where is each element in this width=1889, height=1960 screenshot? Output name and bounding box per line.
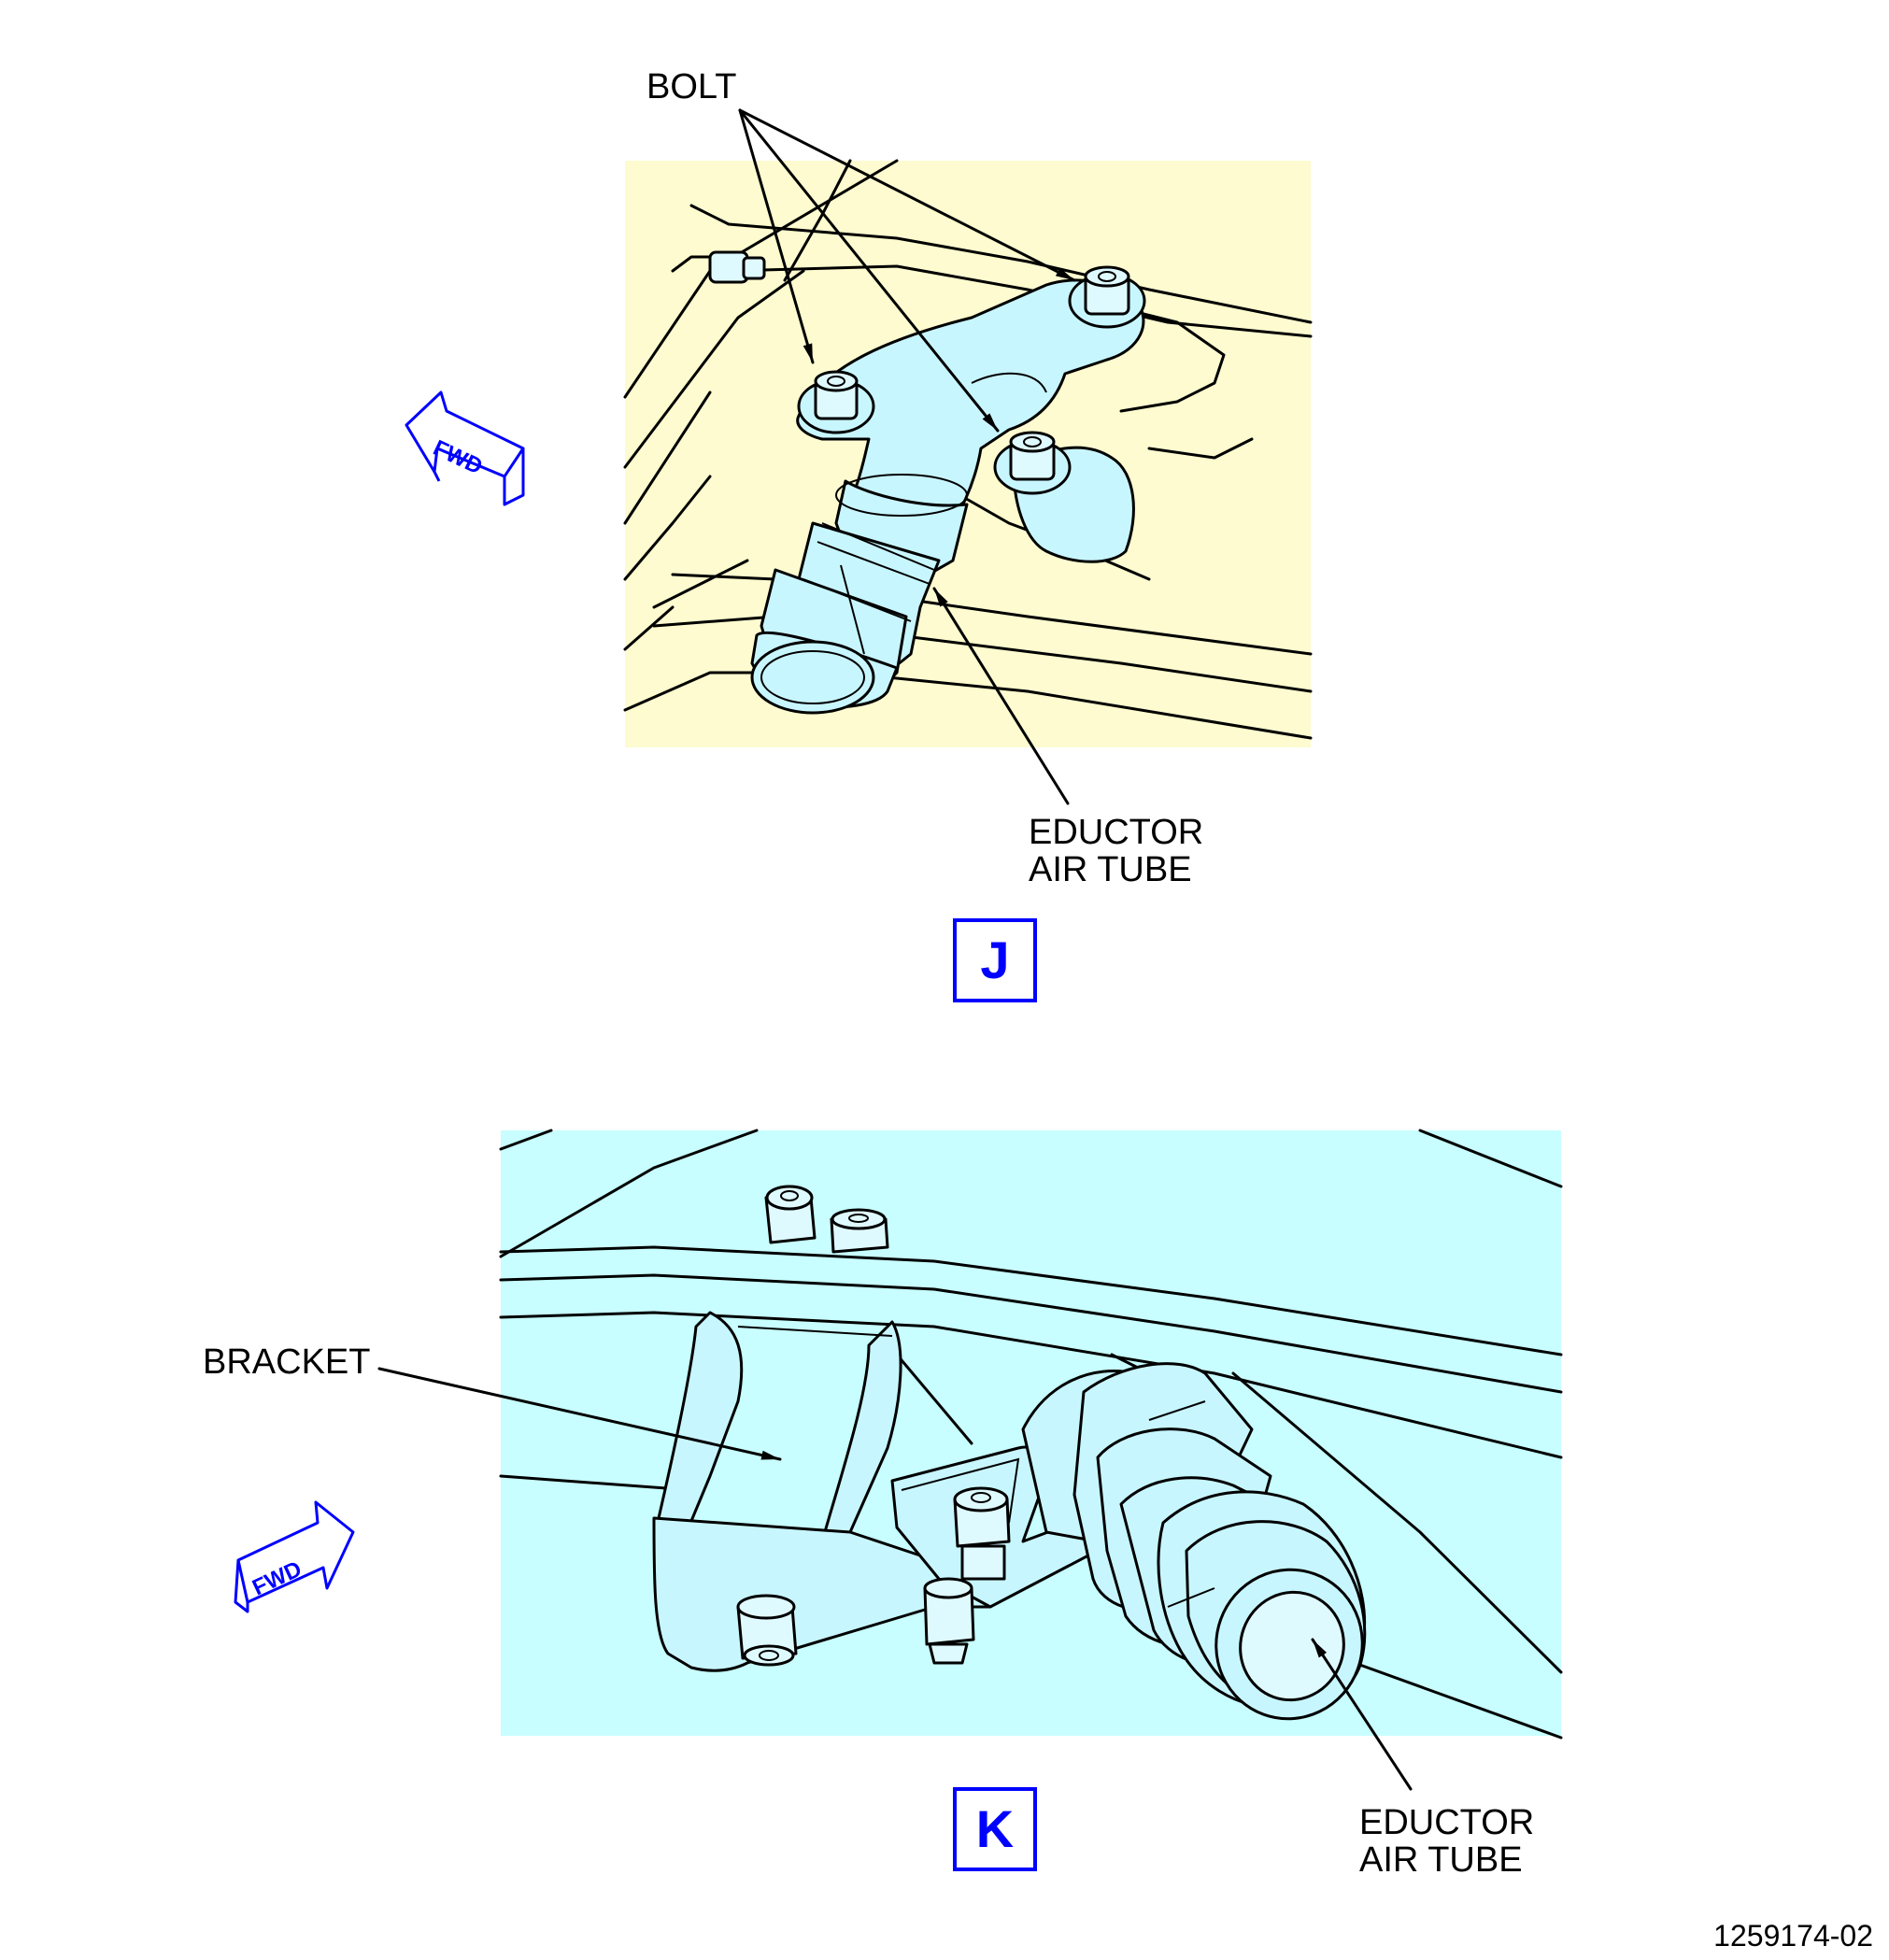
view-j-label: J: [980, 930, 1009, 989]
view-k-label: K: [976, 1799, 1014, 1858]
bolt-label: BOLT: [646, 67, 736, 107]
bracket-label: BRACKET: [203, 1342, 370, 1382]
bolt-k-1: [764, 1185, 817, 1244]
eductor-label-j-line1: EDUCTOR: [1029, 813, 1203, 852]
bolt-k-5: [923, 1577, 975, 1665]
fwd-arrow-j-icon: FWD: [405, 391, 525, 506]
fwd-label-j: FWD: [429, 435, 486, 480]
eductor-label-k-line2: AIR TUBE: [1359, 1840, 1523, 1880]
view-j-eductor-tube: [750, 265, 1146, 715]
view-k-panel: BRACKET EDUCTOR AIR TUBE K FWD: [203, 1129, 1563, 1880]
fwd-arrow-k-icon: FWD: [234, 1500, 355, 1613]
eductor-leader-k: [1311, 1638, 1413, 1791]
bracket: [652, 1311, 992, 1672]
eductor-leader-j: [932, 587, 1070, 805]
bolt-k-2: [830, 1208, 889, 1254]
figure-number: 1259174-02: [1713, 1919, 1873, 1953]
bolt-j-3: [993, 431, 1072, 495]
view-j-label-box: [953, 918, 1037, 1002]
bracket-leader: [377, 1367, 782, 1461]
bolt-leaders: [738, 108, 1076, 433]
bolt-j-1: [797, 370, 875, 434]
bolt-k-3: [953, 1486, 1011, 1581]
bolt-j-2: [1068, 265, 1146, 329]
view-k-structure: [499, 1129, 1563, 1740]
view-k-eductor-tube: [1072, 1362, 1367, 1721]
eductor-label-k-line1: EDUCTOR: [1359, 1803, 1534, 1842]
nut-k-4: [736, 1594, 798, 1667]
eductor-label-j-line2: AIR TUBE: [1029, 850, 1192, 889]
fwd-label-k: FWD: [249, 1556, 305, 1601]
view-k-label-box: [953, 1787, 1037, 1871]
view-j-panel: BOLT EDUCTOR AIR TUBE J FWD: [405, 67, 1313, 1002]
